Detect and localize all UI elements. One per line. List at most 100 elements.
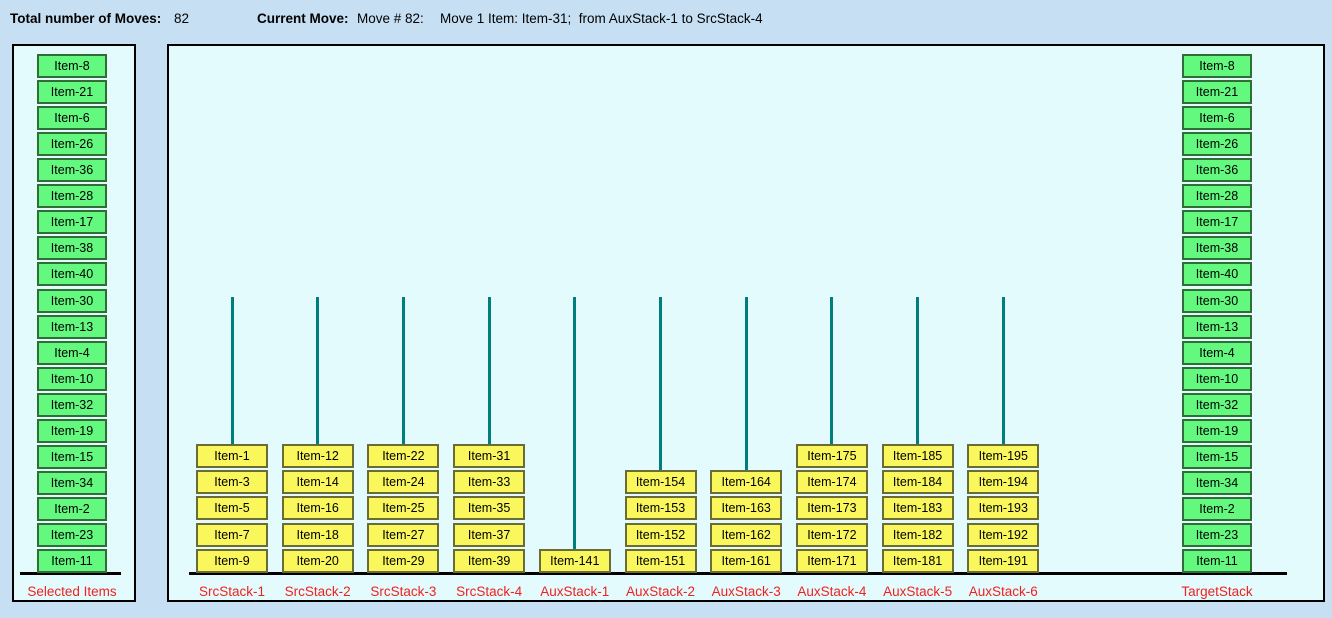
stack-pole [487,297,491,448]
stack-item[interactable]: Item-191 [967,549,1040,573]
stack-item[interactable]: Item-15 [1182,444,1252,469]
stack-item[interactable]: Item-16 [281,496,354,521]
stack-item[interactable]: Item-175 [795,443,868,468]
stack-item[interactable]: Item-10 [37,366,107,391]
stack-item[interactable]: Item-163 [710,496,783,521]
stack-item[interactable]: Item-7 [196,522,268,547]
stack-item[interactable]: Item-6 [1182,106,1252,131]
stack-item[interactable]: Item-34 [1182,470,1252,495]
stack-item[interactable]: Item-25 [367,496,440,521]
stack-item[interactable]: Item-8 [1182,54,1252,79]
stack-item[interactable]: Item-19 [1182,418,1252,443]
stack-item[interactable]: Item-164 [710,470,783,495]
stack-item[interactable]: Item-26 [37,132,107,157]
stack-item[interactable]: Item-24 [367,470,440,495]
stack-item[interactable]: Item-26 [1182,132,1252,157]
stack-label: AuxStack-6 [968,584,1038,599]
stack-item[interactable]: Item-181 [881,549,954,573]
stack-item[interactable]: Item-33 [453,470,526,495]
stack-item[interactable]: Item-38 [1182,236,1252,261]
stack-item[interactable]: Item-5 [196,496,268,521]
stack-item[interactable]: Item-11 [37,549,107,573]
stack-item[interactable]: Item-141 [538,549,611,573]
stack-item[interactable]: Item-185 [881,443,954,468]
stack-item[interactable]: Item-194 [967,470,1040,495]
stack-item[interactable]: Item-174 [795,470,868,495]
stack-item[interactable]: Item-173 [795,496,868,521]
stack-item[interactable]: Item-40 [37,262,107,287]
stack-item[interactable]: Item-39 [453,549,526,573]
stack-item[interactable]: Item-153 [624,496,697,521]
stack-item[interactable]: Item-195 [967,443,1040,468]
stack-item[interactable]: Item-17 [1182,210,1252,235]
stack-item[interactable]: Item-3 [196,470,268,495]
stack-item[interactable]: Item-171 [795,549,868,573]
stack-item[interactable]: Item-4 [1182,340,1252,365]
stack-item[interactable]: Item-193 [967,496,1040,521]
stack-item[interactable]: Item-182 [881,522,954,547]
stack-item[interactable]: Item-28 [37,184,107,209]
stack-item[interactable]: Item-30 [1182,288,1252,313]
stack-label: TargetStack [1181,584,1253,599]
current-move-label: Current Move: [257,11,349,26]
stack-item[interactable]: Item-2 [37,496,107,521]
stack-item[interactable]: Item-36 [37,158,107,183]
stack-pole [916,297,920,448]
stack-item[interactable]: Item-161 [710,549,783,573]
stack-item[interactable]: Item-21 [1182,80,1252,105]
stack-item[interactable]: Item-31 [453,443,526,468]
stack-item[interactable]: Item-1 [196,443,268,468]
stack-item[interactable]: Item-6 [37,106,107,131]
stack-pole [573,297,577,553]
stack-item[interactable]: Item-32 [1182,392,1252,417]
stack-item[interactable]: Item-4 [37,340,107,365]
stack-pole [1001,297,1005,448]
stack-item[interactable]: Item-19 [37,418,107,443]
stack-item[interactable]: Item-27 [367,522,440,547]
stack-item[interactable]: Item-183 [881,496,954,521]
stack-item[interactable]: Item-152 [624,522,697,547]
stack-item[interactable]: Item-23 [37,522,107,547]
stack-item[interactable]: Item-20 [281,549,354,573]
stack-label: AuxStack-2 [625,584,696,599]
stack-item[interactable]: Item-29 [367,549,440,573]
stack-item[interactable]: Item-8 [37,54,107,79]
stack-item[interactable]: Item-15 [37,444,107,469]
current-move-number: Move # 82: [357,11,424,26]
stack-item[interactable]: Item-162 [710,522,783,547]
stack-item[interactable]: Item-17 [37,210,107,235]
stack-pole [316,297,320,448]
stack-item[interactable]: Item-37 [453,522,526,547]
stack-item[interactable]: Item-151 [624,549,697,573]
stack-label: SrcStack-4 [456,584,523,599]
stack-item[interactable]: Item-32 [37,392,107,417]
stack-item[interactable]: Item-35 [453,496,526,521]
stack-item[interactable]: Item-9 [196,549,268,573]
stack-label: SrcStack-3 [370,584,437,599]
stack-item[interactable]: Item-28 [1182,184,1252,209]
stack-label: SrcStack-2 [284,584,351,599]
stack-item[interactable]: Item-14 [281,470,354,495]
stack-item[interactable]: Item-154 [624,470,697,495]
stack-item[interactable]: Item-13 [1182,314,1252,339]
stack-item[interactable]: Item-13 [37,314,107,339]
stack-item[interactable]: Item-36 [1182,158,1252,183]
stack-item[interactable]: Item-40 [1182,262,1252,287]
stack-item[interactable]: Item-2 [1182,496,1252,521]
stack-item[interactable]: Item-184 [881,470,954,495]
stack-item[interactable]: Item-172 [795,522,868,547]
stack-label: AuxStack-1 [540,584,610,599]
stack-item[interactable]: Item-34 [37,470,107,495]
stack-item[interactable]: Item-30 [37,288,107,313]
stack-pole [830,297,834,448]
stack-item[interactable]: Item-18 [281,522,354,547]
stack-item[interactable]: Item-192 [967,522,1040,547]
current-move-detail: Move 1 Item: Item-31; from AuxStack-1 to… [440,11,763,26]
stack-item[interactable]: Item-38 [37,236,107,261]
stack-item[interactable]: Item-11 [1182,549,1252,573]
stack-item[interactable]: Item-23 [1182,522,1252,547]
stack-item[interactable]: Item-21 [37,80,107,105]
stack-item[interactable]: Item-10 [1182,366,1252,391]
stack-item[interactable]: Item-12 [281,443,354,468]
stack-item[interactable]: Item-22 [367,443,440,468]
